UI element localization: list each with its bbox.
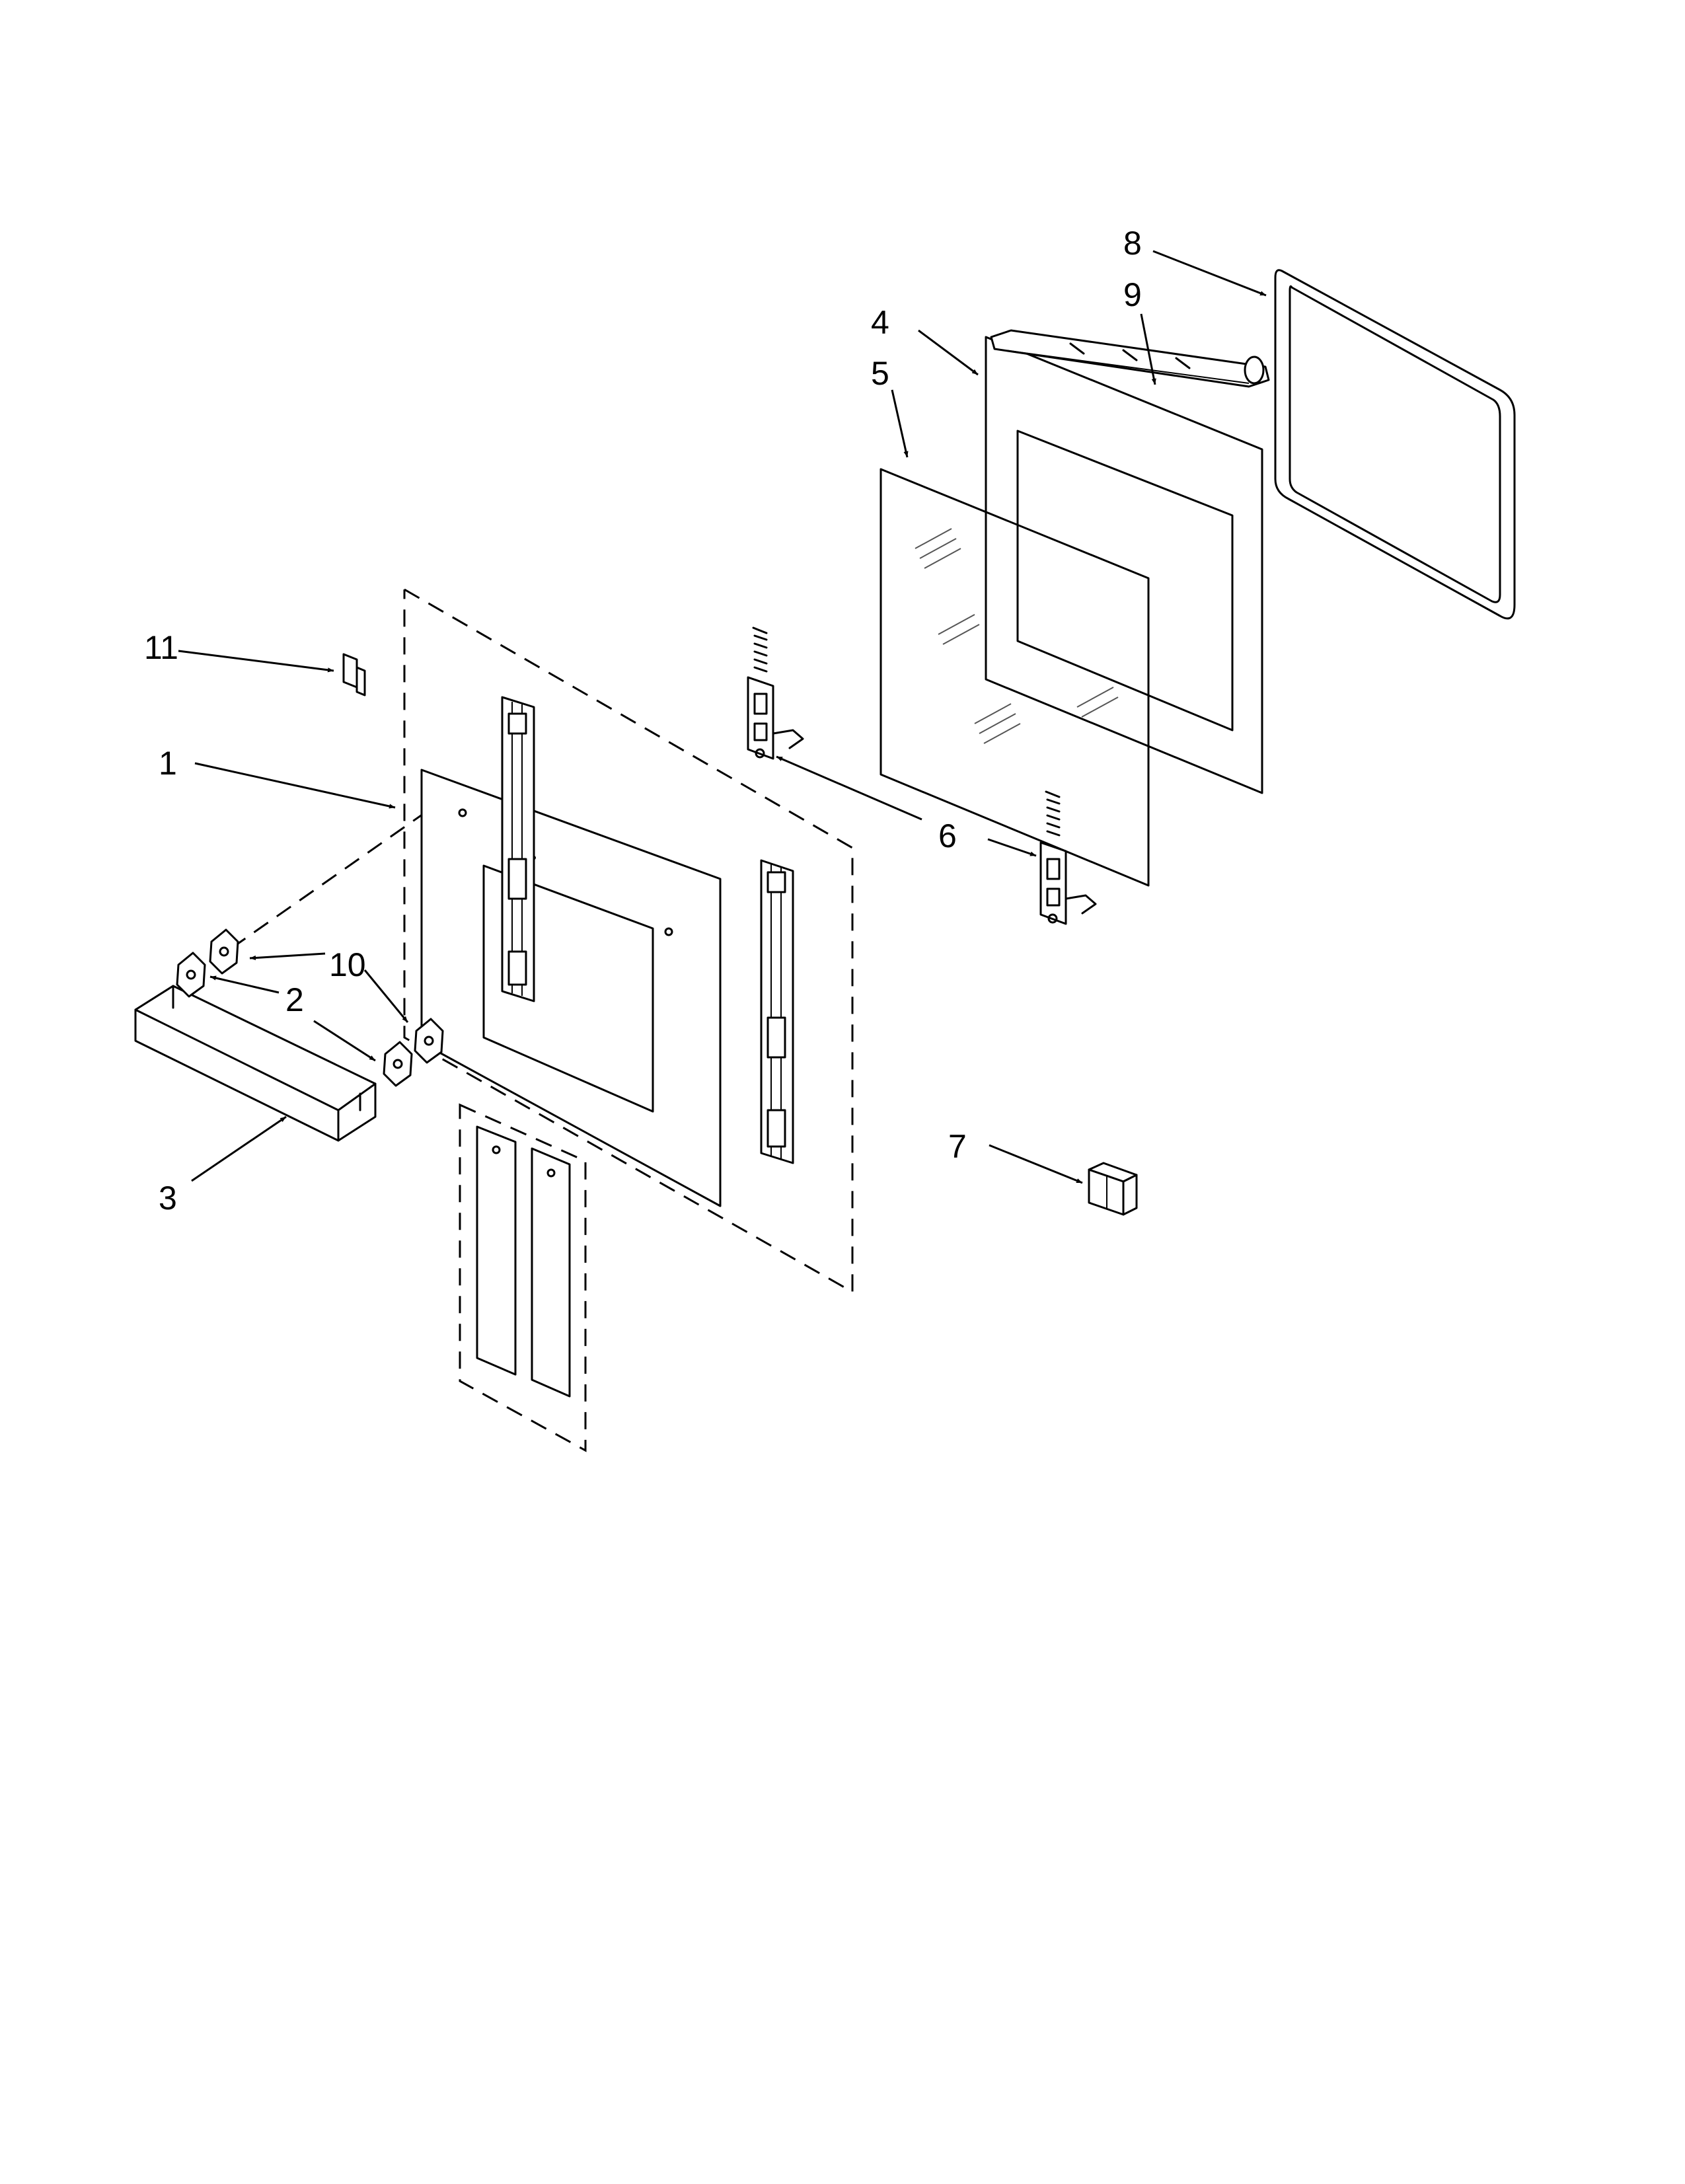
door-hinge-upper	[747, 626, 804, 760]
callout-8: 8	[1123, 225, 1142, 262]
handle-washer-right	[414, 1018, 444, 1064]
callout-2: 2	[285, 981, 304, 1018]
door-stop-block	[1088, 1162, 1138, 1216]
callout-5: 5	[871, 355, 889, 392]
door-vent-trim	[990, 329, 1270, 388]
handle-spacer-right	[383, 1041, 413, 1087]
callout-7: 7	[948, 1128, 967, 1165]
callout-10: 10	[329, 946, 366, 983]
glass-reflection-marks	[915, 528, 1119, 744]
insulation-strip-right	[531, 1147, 571, 1398]
door-channel-right	[760, 859, 794, 1164]
door-gasket	[1274, 269, 1516, 620]
door-glass-panel	[880, 468, 1150, 887]
inner-door-frame	[985, 336, 1263, 794]
handle-washer-left	[209, 928, 239, 975]
callout-9: 9	[1123, 276, 1142, 313]
door-channel-left	[501, 696, 535, 1002]
callout-4: 4	[871, 304, 889, 341]
callout-11: 11	[144, 629, 178, 666]
door-hinge-lower	[1039, 790, 1097, 925]
door-clip	[342, 653, 366, 697]
leader-lines	[178, 250, 1267, 1184]
callout-3: 3	[159, 1180, 177, 1217]
door-handle	[134, 985, 377, 1142]
callout-1: 1	[159, 745, 177, 782]
callout-labels: 1 2 3 4 5 6 7 8 9 10 11	[144, 225, 1142, 1217]
outer-door-panel	[420, 769, 722, 1207]
insulation-strip-left	[476, 1125, 517, 1376]
callout-6: 6	[938, 817, 957, 854]
handle-spacer-left	[176, 952, 206, 998]
